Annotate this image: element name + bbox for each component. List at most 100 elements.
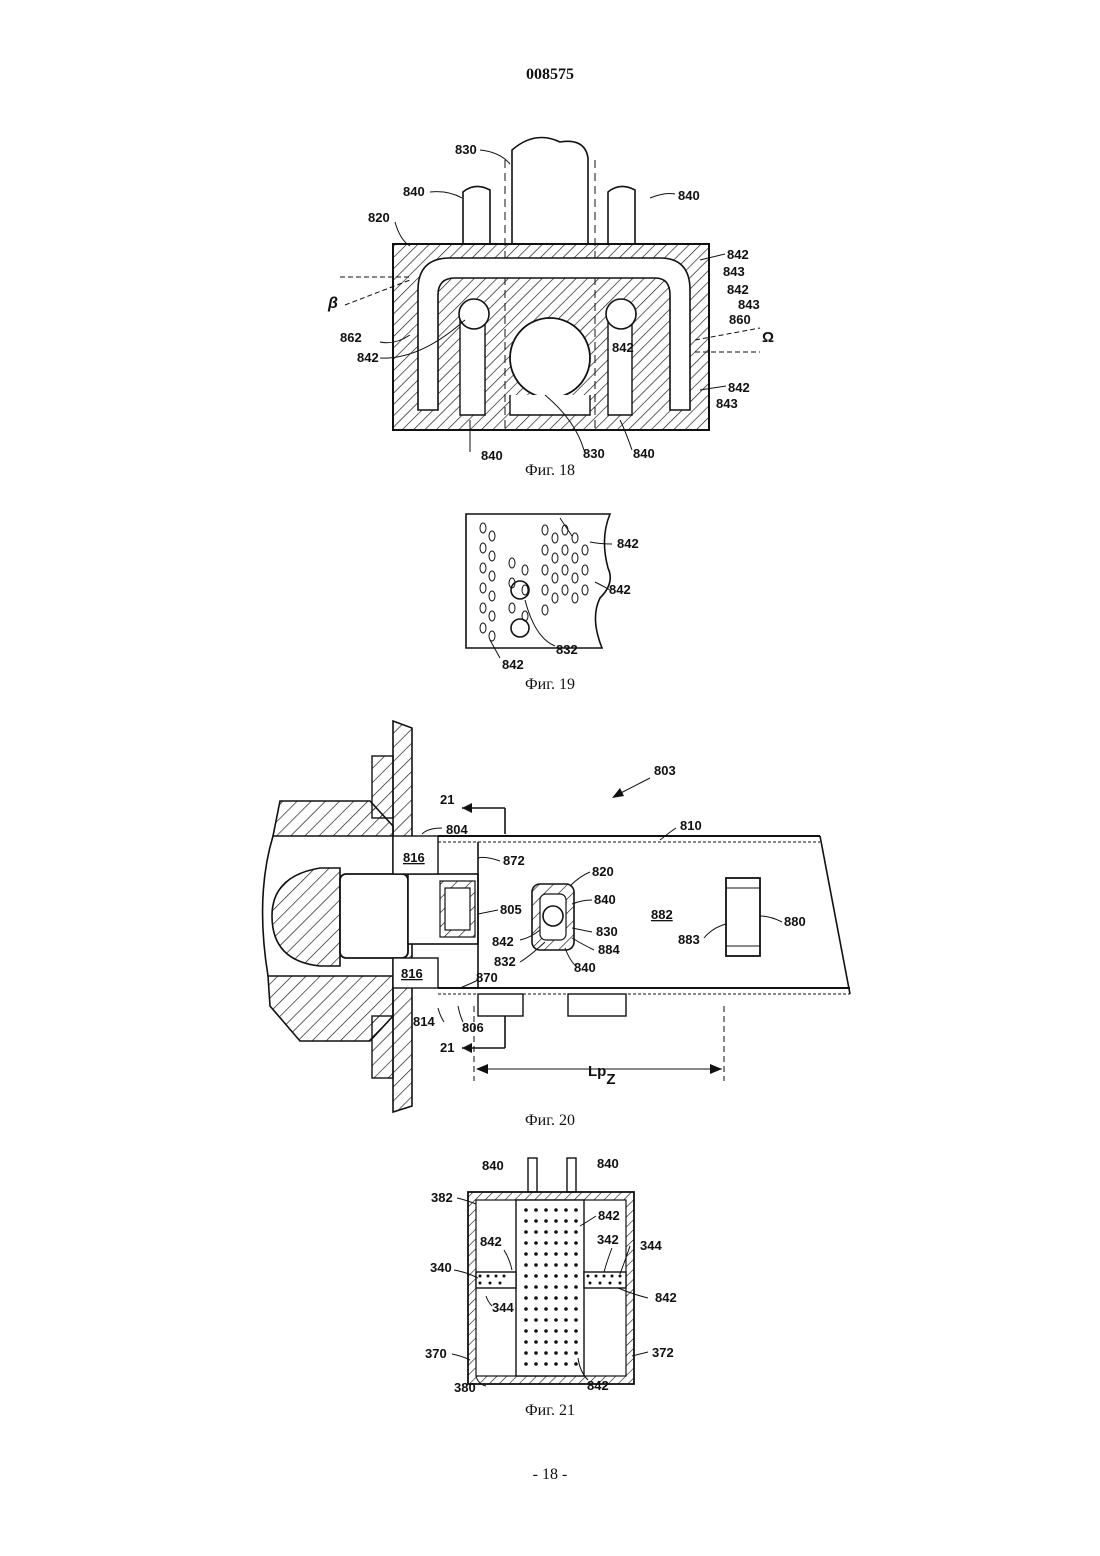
- perforation-dot: [564, 1219, 568, 1223]
- figure-19-drawing: 842 842 832 842: [0, 508, 1100, 678]
- document-number: 008575: [0, 66, 1100, 84]
- fig21-label-344-l: 344: [492, 1300, 514, 1315]
- fig18-label-860: 860: [729, 312, 751, 327]
- bar-perforation-dot: [479, 1275, 482, 1278]
- perforation-dot: [544, 1241, 548, 1245]
- perforation-dot: [564, 1230, 568, 1234]
- fig20-label-884: 884: [598, 942, 620, 957]
- perforation-dot: [524, 1219, 528, 1223]
- fig18-label-840-right: 840: [678, 188, 700, 203]
- fig18-label-820: 820: [368, 210, 390, 225]
- fig18-label-862: 862: [340, 330, 362, 345]
- bar-perforation-dot: [487, 1275, 490, 1278]
- bar-perforation-dot: [499, 1282, 502, 1285]
- perforation-dot: [554, 1329, 558, 1333]
- perforation-dot: [564, 1208, 568, 1212]
- perforation-dot: [544, 1296, 548, 1300]
- perforation-dot: [534, 1318, 538, 1322]
- perforation-dot: [564, 1241, 568, 1245]
- figure-19-caption: Фиг. 19: [0, 676, 1100, 694]
- perforation-dot: [544, 1230, 548, 1234]
- perforation-dot: [554, 1340, 558, 1344]
- fig20-label-803: 803: [654, 763, 676, 778]
- fig20-label-832: 832: [494, 954, 516, 969]
- bar-perforation-dot: [503, 1275, 506, 1278]
- bar-perforation-dot: [589, 1282, 592, 1285]
- fig19-label-832: 832: [556, 642, 578, 657]
- bar-perforation-dot: [599, 1282, 602, 1285]
- fig20-label-880: 880: [784, 914, 806, 929]
- perforation-dot: [574, 1307, 578, 1311]
- perforation-dot: [534, 1351, 538, 1355]
- fig18-label-840-br: 840: [633, 446, 655, 461]
- fig18-label-840-bl: 840: [481, 448, 503, 463]
- perforation-dot: [564, 1285, 568, 1289]
- figure-20-caption: Фиг. 20: [0, 1112, 1100, 1130]
- perforation-dot: [534, 1307, 538, 1311]
- perforation-dot: [554, 1362, 558, 1366]
- perforation-dot: [564, 1252, 568, 1256]
- fig20-label-830: 830: [596, 924, 618, 939]
- fig20-label-806: 806: [462, 1020, 484, 1035]
- perforation-dot: [524, 1208, 528, 1212]
- fig19-label-842-b: 842: [609, 582, 631, 597]
- bar-perforation-dot: [489, 1282, 492, 1285]
- fig20-label-872: 872: [503, 853, 525, 868]
- perforation-dot: [554, 1241, 558, 1245]
- perforation-dot: [534, 1252, 538, 1256]
- fig21-label-840-a: 840: [482, 1158, 504, 1173]
- fig21-label-382: 382: [431, 1190, 453, 1205]
- fig18-label-843-a: 843: [723, 264, 745, 279]
- perforation-dot: [534, 1263, 538, 1267]
- perforation-dot: [524, 1351, 528, 1355]
- perforation-dot: [554, 1296, 558, 1300]
- perforation-dot: [574, 1362, 578, 1366]
- perforation-dot: [524, 1329, 528, 1333]
- figure-18-caption: Фиг. 18: [0, 462, 1100, 480]
- fig21-label-842-top: 842: [598, 1208, 620, 1223]
- perforation-dot: [534, 1274, 538, 1278]
- perforation-dot: [554, 1230, 558, 1234]
- fig18-label-840-left: 840: [403, 184, 425, 199]
- bar-perforation-dot: [587, 1275, 590, 1278]
- fig18-label-842-left: 842: [357, 350, 379, 365]
- perforation-dot: [544, 1252, 548, 1256]
- perforation-dot: [574, 1263, 578, 1267]
- perforation-dot: [574, 1219, 578, 1223]
- perforation-dot: [544, 1263, 548, 1267]
- perforation-dot: [554, 1318, 558, 1322]
- perforation-dot: [544, 1318, 548, 1322]
- perforation-dot: [534, 1241, 538, 1245]
- fig21-label-842-r: 842: [655, 1290, 677, 1305]
- perforation-dot: [574, 1351, 578, 1355]
- perforation-dot: [564, 1362, 568, 1366]
- perforation-dot: [564, 1296, 568, 1300]
- perforation-dot: [534, 1208, 538, 1212]
- perforation-dot: [554, 1263, 558, 1267]
- perforation-dot: [534, 1230, 538, 1234]
- fig18-label-843-b: 843: [738, 297, 760, 312]
- figure-21-drawing: 840 840 382 842 842 342 344 340 344 842 …: [0, 1150, 1100, 1400]
- perforation-dot: [524, 1241, 528, 1245]
- perforation-dot: [524, 1307, 528, 1311]
- fig21-label-342: 342: [597, 1232, 619, 1247]
- perforation-dot: [554, 1285, 558, 1289]
- fig20-label-883: 883: [678, 932, 700, 947]
- perforation-dot: [534, 1362, 538, 1366]
- fig20-label-lpz-sub: Z: [606, 1071, 615, 1088]
- perforation-dot: [524, 1263, 528, 1267]
- fig20-label-814: 814: [413, 1014, 435, 1029]
- fig18-label-830-top: 830: [455, 142, 477, 157]
- perforation-dot: [544, 1274, 548, 1278]
- fig20-label-21-top: 21: [440, 792, 454, 807]
- perforation-dot: [554, 1219, 558, 1223]
- perforation-dot: [574, 1230, 578, 1234]
- perforation-dot: [534, 1219, 538, 1223]
- fig20-label-840-a: 840: [594, 892, 616, 907]
- figure-20-drawing: 803 21 804 810 816 872 820 840 805 882 8…: [0, 716, 1100, 1116]
- perforation-dot: [564, 1318, 568, 1322]
- fig18-label-830-bottom: 830: [583, 446, 605, 461]
- perforation-dot: [564, 1329, 568, 1333]
- fig21-label-344-r: 344: [640, 1238, 662, 1253]
- fig20-label-lpz: LpZ: [588, 1063, 616, 1088]
